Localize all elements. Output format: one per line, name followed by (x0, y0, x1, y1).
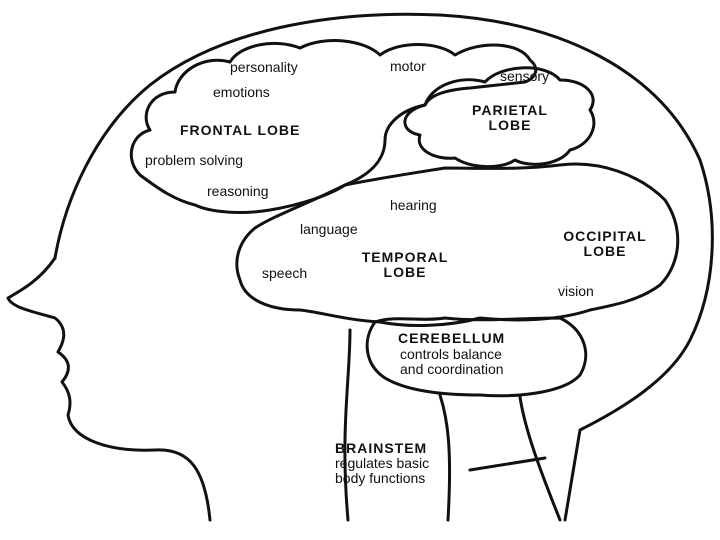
label-reasoning: reasoning (207, 183, 269, 199)
cerebellum-desc-line1: controls balance (400, 346, 502, 362)
label-language: language (300, 221, 358, 237)
brainstem-description: regulates basic body functions (335, 456, 429, 485)
label-speech: speech (262, 265, 308, 281)
brainstem-desc-line2: body functions (335, 469, 426, 486)
brainstem-outline (438, 393, 562, 522)
occipital-title-line2: LOBE (583, 242, 627, 259)
label-problem-solving: problem solving (145, 152, 244, 168)
parietal-title-line2: LOBE (488, 116, 532, 133)
cerebellum-desc-line2: and coordination (400, 360, 504, 377)
label-motor: motor (390, 58, 426, 74)
frontal-lobe-title: FRONTAL LOBE (180, 122, 301, 138)
temporal-lobe-title: TEMPORAL LOBE (340, 250, 470, 279)
label-vision: vision (558, 283, 594, 299)
temporal-title-line2: LOBE (383, 263, 427, 280)
parietal-title-line1: PARIETAL (472, 102, 548, 118)
occipital-lobe-title: OCCIPITAL LOBE (540, 229, 670, 258)
cerebellum-title: CEREBELLUM (398, 330, 506, 346)
occipital-title-line1: OCCIPITAL (563, 228, 647, 244)
label-personality: personality (230, 59, 298, 75)
label-emotions: emotions (213, 84, 270, 100)
parietal-lobe-title: PARIETAL LOBE (455, 103, 565, 132)
cerebellum-outline (365, 316, 588, 398)
brainstem-pointer (468, 456, 547, 472)
neck-line (343, 328, 352, 522)
head-outline (53, 12, 714, 522)
brainstem-desc-line1: regulates basic (335, 455, 430, 471)
label-sensory: sensory (500, 68, 550, 84)
cerebellum-description: controls balance and coordination (400, 347, 504, 376)
parietal-lobe-outline (403, 66, 596, 169)
brainstem-title: BRAINSTEM (335, 440, 428, 456)
label-hearing: hearing (390, 197, 437, 213)
temporal-title-line1: TEMPORAL (361, 249, 449, 265)
face-profile (6, 256, 212, 522)
